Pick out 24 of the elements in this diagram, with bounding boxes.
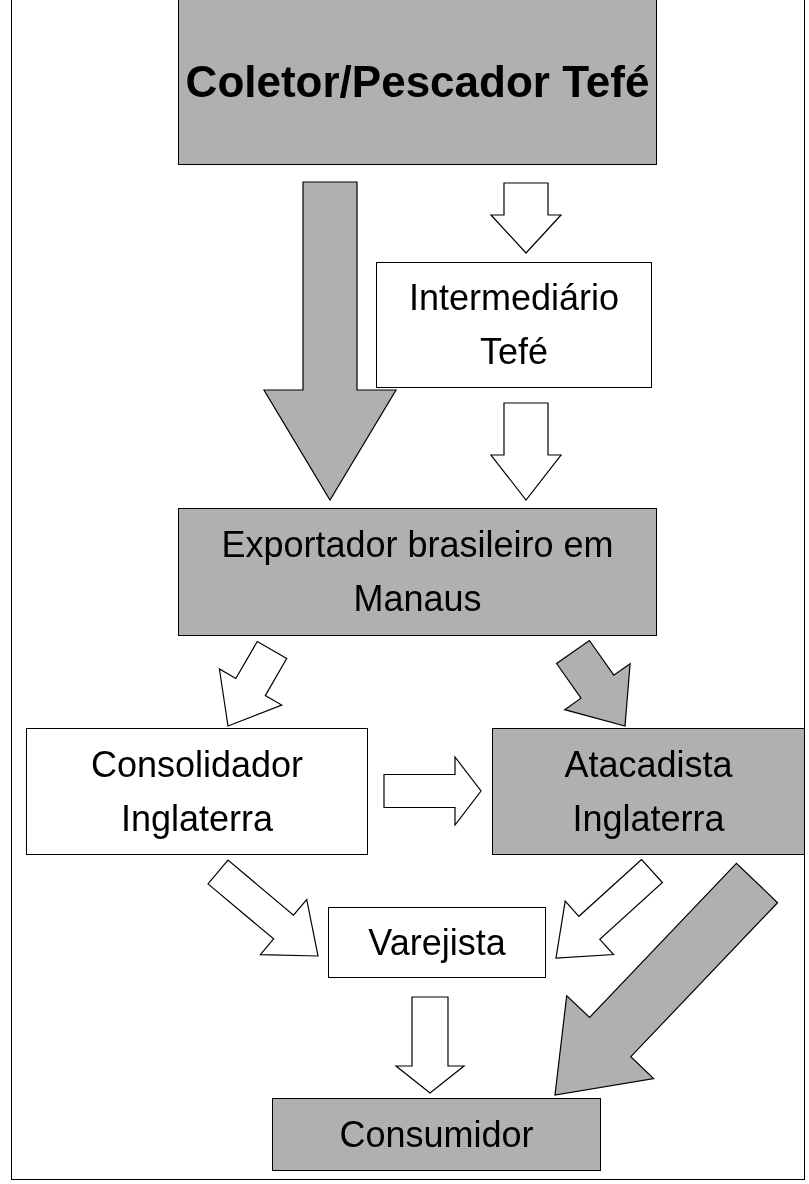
- node-label: Atacadista Inglaterra: [563, 742, 734, 841]
- highlighted-process-box: [178, 0, 657, 165]
- block-arrow: [262, 181, 398, 502]
- node-label: Intermediário Tefé: [407, 276, 621, 374]
- block-arrow: [555, 858, 664, 959]
- block-arrow: [207, 859, 319, 957]
- highlighted-process-box: [272, 1098, 601, 1171]
- process-box: [328, 907, 546, 978]
- highlighted-process-box: [492, 728, 805, 855]
- process-box: [26, 728, 368, 855]
- process-box: [376, 262, 652, 388]
- block-arrow: [554, 862, 779, 1096]
- highlighted-process-box: [178, 508, 657, 636]
- block-arrow: [383, 755, 482, 827]
- block-arrow: [489, 402, 563, 501]
- node-label: Exportador brasileiro em Manaus: [220, 523, 615, 621]
- node-label: Consumidor: [339, 1112, 534, 1157]
- block-arrow: [555, 639, 631, 727]
- block-arrow: [394, 996, 466, 1094]
- node-label: Consolidador Inglaterra: [89, 742, 305, 841]
- block-arrow: [489, 182, 563, 254]
- node-label: Coletor/Pescador Tefé: [185, 55, 650, 108]
- node-label: Varejista: [368, 920, 506, 965]
- block-arrow: [218, 640, 288, 727]
